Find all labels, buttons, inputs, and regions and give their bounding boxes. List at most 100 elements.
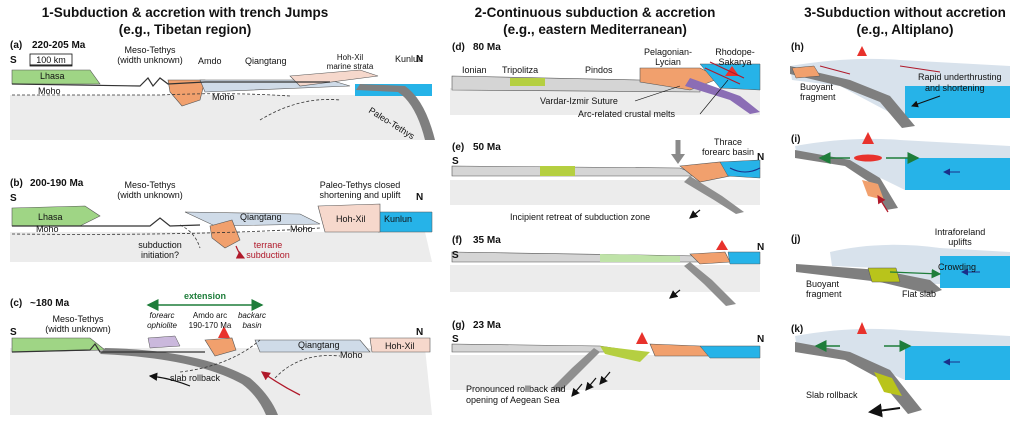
panel-b-paleo-closed: Paleo-Tethys closed	[320, 180, 401, 190]
panel-c-forearc-1: forearc	[150, 311, 175, 320]
panel-a-lhasa-block	[11, 69, 101, 85]
panel-d-pelagonian-1: Pelagonian-	[644, 47, 692, 57]
panel-b-terrane-1: terrane	[254, 240, 283, 250]
panel-a-moho-label: Moho	[38, 86, 61, 96]
panel-e-forearc-basin	[729, 167, 761, 173]
panel-b-moho-label: Moho	[36, 224, 59, 234]
column-1-title: 1-Subduction & accretion with trench Jum…	[42, 5, 329, 20]
panel-d: (d) 80 Ma Ionian Tripolitza Pindos Pelag…	[450, 42, 761, 119]
panel-k: (k) Slab rollback	[791, 322, 1010, 418]
panel-e-rhodope-block	[719, 159, 761, 179]
panel-j-tag: (j)	[791, 234, 800, 245]
panel-d-tag: (d)	[452, 42, 465, 53]
column-2-title: 2-Continuous subduction & accretion	[475, 5, 716, 20]
column-3-title: 3-Subduction without accretion	[804, 5, 1006, 20]
panel-b-initiation-1: subduction	[138, 240, 182, 250]
panel-a-age: 220-205 Ma	[32, 40, 86, 51]
panel-c-amdo-arc	[204, 337, 237, 357]
panel-f-north: N	[757, 242, 764, 253]
panel-b-terrane-arrow	[235, 245, 246, 259]
panel-a-paleo-tethys-slab	[356, 84, 435, 140]
panel-b-lhasa-label: Lhasa	[38, 212, 63, 222]
panel-b-mantle	[10, 232, 432, 262]
panel-e-mantle	[450, 180, 760, 205]
panel-f-rhodope-block	[727, 251, 761, 265]
panel-d-age: 80 Ma	[473, 42, 501, 53]
panel-j: (j) Intraforeland uplifts Crowding Buoya…	[791, 227, 1010, 299]
panel-c-age: ~180 Ma	[30, 298, 70, 309]
panel-a-mantle	[10, 95, 428, 140]
panel-c-hohxil-label: Hoh-Xil	[385, 341, 415, 351]
panel-a-scale-label: 100 km	[36, 55, 66, 65]
panel-c-forearc-2: ophiolite	[147, 321, 177, 330]
panel-j-intraforeland-2: uplifts	[948, 237, 972, 247]
panel-d-tripolitza-block	[510, 78, 545, 86]
panel-a-meso-width: (width unknown)	[117, 55, 183, 65]
panel-d-vardar-slab	[685, 78, 760, 114]
panel-d-mantle	[450, 88, 760, 115]
panel-c-arc-volcano	[218, 326, 230, 338]
panel-d-rhodope-1: Rhodope-	[715, 47, 755, 57]
panel-b-hohxil-label: Hoh-Xil	[336, 214, 366, 224]
panel-b-terrane-2: subduction	[246, 250, 290, 260]
panel-j-buoyant-fragment	[867, 267, 901, 283]
panel-f-slab	[684, 262, 736, 306]
panel-g-mantle	[450, 355, 760, 390]
panel-a-north: N	[416, 54, 423, 65]
panel-c-backarc-1: backarc	[238, 311, 266, 320]
panel-c-rollback-arrow	[260, 371, 301, 396]
panel-g-rhodope-block	[699, 345, 761, 359]
panel-c-mantle	[10, 348, 432, 415]
panel-a-tag: (a)	[10, 40, 22, 51]
panel-k-fragment	[874, 372, 902, 396]
panel-g: (g) 23 Ma S N Pronounced rollback and op…	[450, 320, 764, 405]
panel-e-pindos-block	[451, 165, 701, 177]
panel-a-amdo-block	[167, 79, 206, 107]
panel-b-lhasa-block	[11, 205, 101, 227]
panel-d-pelagonian-2: Lycian	[655, 57, 681, 67]
panel-d-tripolitza: Tripolitza	[502, 65, 538, 75]
panel-a-surface	[11, 77, 330, 88]
panel-i-ocean	[905, 158, 1010, 190]
column-3-subtitle: (e.g., Altiplano)	[857, 22, 954, 37]
panel-k-arc-volcano	[857, 322, 867, 334]
panel-g-pronounced-1: Pronounced rollback and	[466, 384, 566, 394]
panel-g-tag: (g)	[452, 320, 465, 331]
panel-k-rollback-arrow	[868, 403, 901, 418]
panel-b: (b) 200-190 Ma S N Meso-Tethys (width un…	[10, 178, 433, 262]
panel-c-lhasa-block	[11, 337, 106, 353]
panel-k-tag: (k)	[791, 324, 803, 335]
panel-j-buoyant-2: fragment	[806, 289, 842, 299]
panel-c-amdo-arc-label: Amdo arc	[193, 311, 227, 320]
panel-b-moho2-label: Moho	[290, 224, 313, 234]
panel-h-tag: (h)	[791, 42, 804, 53]
panel-a-marine-label: marine strata	[327, 62, 374, 71]
panel-h-slab	[790, 66, 915, 128]
panel-b-hohxil-block	[317, 203, 381, 233]
panel-b-initiation-2: initiation?	[141, 250, 179, 260]
panel-c-backarc-2: basin	[242, 321, 262, 330]
panel-b-kunlun-label: Kunlun	[384, 214, 412, 224]
panel-a-south: S	[10, 55, 17, 66]
panel-b-tag: (b)	[10, 178, 23, 189]
panel-c-tag: (c)	[10, 298, 22, 309]
panel-c: extension (c) ~180 Ma S N Meso-Tethys (w…	[10, 291, 432, 415]
panel-k-ocean	[905, 346, 1010, 380]
panel-b-meso-width: (width unknown)	[117, 190, 183, 200]
panel-i: (i)	[791, 132, 1010, 213]
panel-h-rapid-1: Rapid underthrusting	[918, 72, 1002, 82]
panel-h-arc-volcano	[857, 46, 867, 56]
panel-f-tag: (f)	[452, 235, 462, 246]
panel-h-rapid-2: and shortening	[925, 83, 985, 93]
panel-f-south: S	[452, 250, 459, 261]
panel-g-south: S	[452, 334, 459, 345]
panel-h-buoyant-1: Buoyant	[800, 82, 834, 92]
panel-f-mantle	[450, 265, 760, 292]
panel-i-slab	[795, 150, 898, 210]
panel-c-qiangtang-block	[254, 339, 371, 353]
panel-i-arc-volcano	[862, 132, 874, 144]
panel-c-amdo-age: 190-170 Ma	[189, 321, 232, 330]
panel-a-moho2-label: Moho	[212, 92, 235, 102]
panel-e-thrace-2: forearc basin	[702, 147, 754, 157]
panel-j-intraforeland-1: Intraforeland	[935, 227, 986, 237]
